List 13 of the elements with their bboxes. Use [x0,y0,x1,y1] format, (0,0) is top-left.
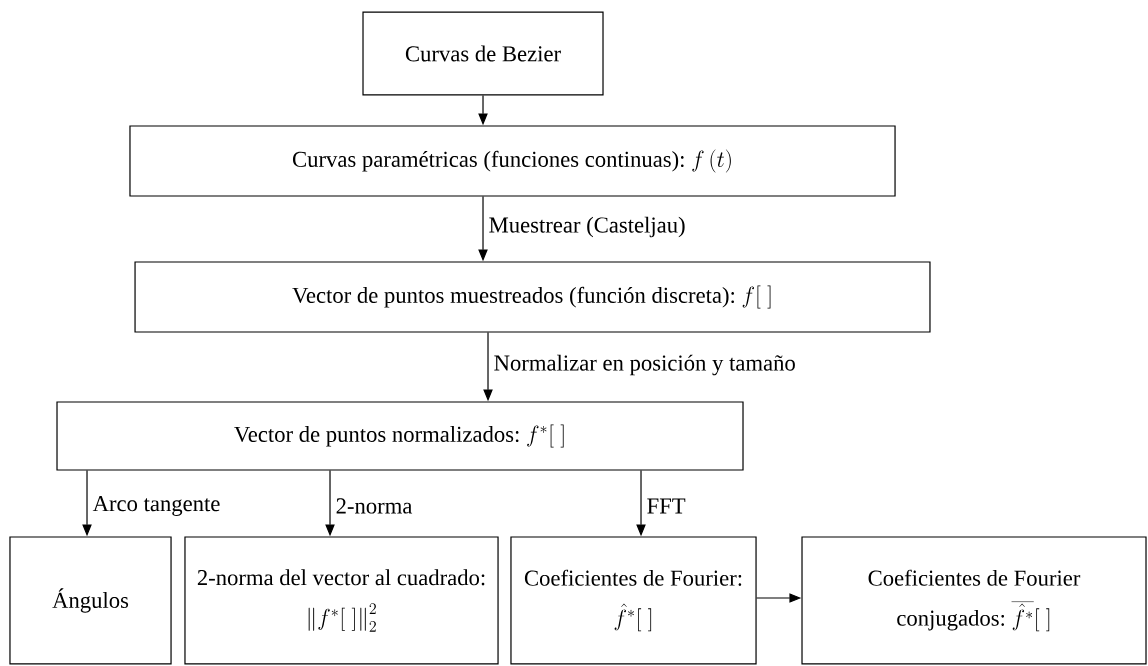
edge-label: Normalizar en posición y tamaño [492,353,798,377]
process-box: 2-norma del vector al cuadrado: $\left\|f^{*}[\;]\right\|_2^2$ [184,536,499,665]
process-box: Curvas paramétricas (funciones continuas): $f\left(t\right)$ [129,125,896,197]
edge-label: FFT [645,497,687,515]
process-box: Curvas de Bezier [362,11,604,96]
edge-label: 2-norma [334,497,414,515]
process-box: Vector de puntos muestreados (función discreta): $f\big[\;\big]$ [134,261,931,333]
process-box: Ángulos [9,536,172,665]
process-box: Coeficientes de Fourier: $\hat{f}^{*}[\;]$ [510,536,757,665]
edge-label: Muestrear (Casteljau) [487,215,687,239]
edge-label: Arco tangente [91,494,222,518]
process-box: Vector de puntos normalizados: $f^{*}[\;]$ [56,401,744,471]
process-box: Coeficientes de Fourier conjugados: $\overline{\hat{f}^{*}}[\;]$ [801,536,1147,665]
